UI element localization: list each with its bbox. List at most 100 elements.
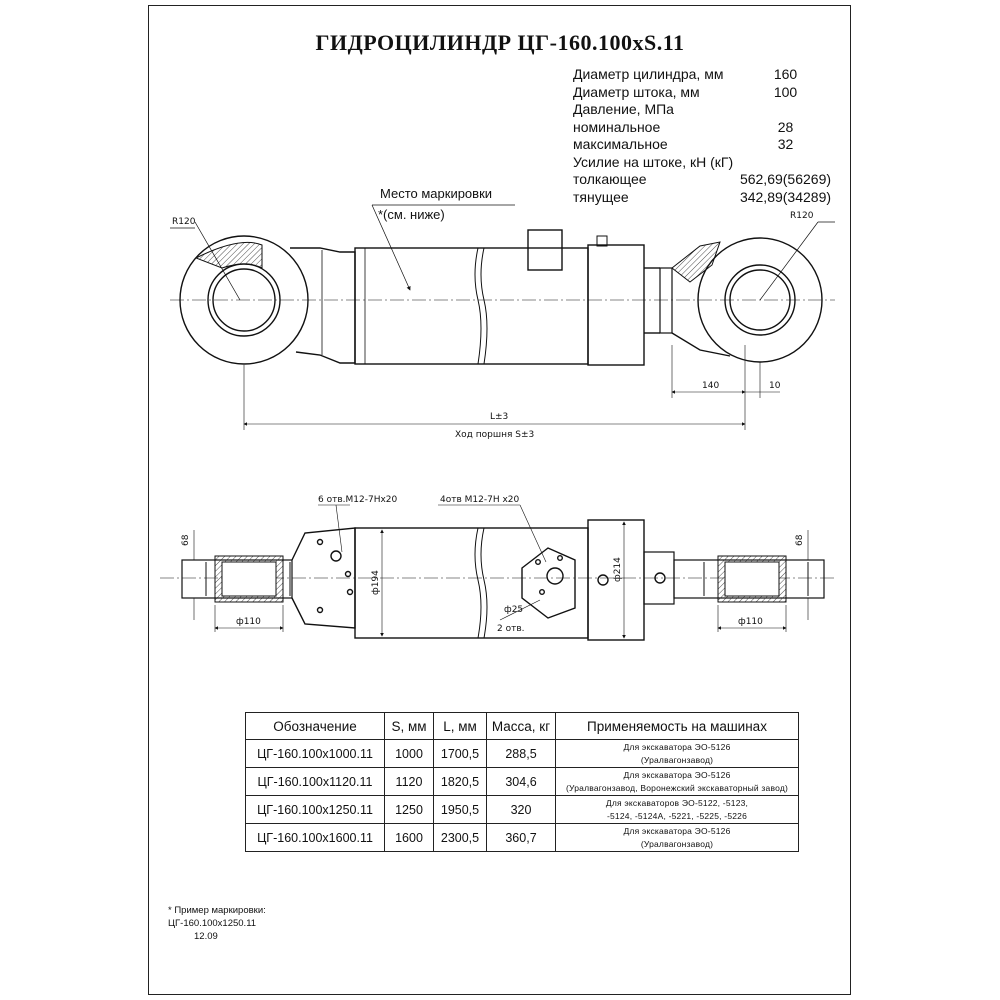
r120-right: R120 — [790, 211, 814, 221]
dia-25: ф25 — [504, 605, 523, 615]
table-row: ЦГ-160.100х1000.11 1000 1700,5 288,5 Для… — [245, 739, 799, 768]
dia-110-left: ф110 — [236, 617, 261, 627]
dim-140: 140 — [702, 381, 719, 391]
holes-2-label: 2 отв. — [497, 624, 525, 634]
spec-row: Диаметр штока, мм 100 — [573, 84, 833, 102]
bottom-view — [160, 504, 835, 641]
col-use: Применяемость на машинах — [555, 712, 799, 740]
cylinder-head — [587, 244, 645, 366]
cell-l: 1950,5 — [433, 795, 487, 824]
cell-l: 1700,5 — [433, 739, 487, 768]
cell-s: 1250 — [384, 795, 434, 824]
spec-row: тянущее 342,89(34289) — [573, 189, 833, 207]
spec-row: Усилие на штоке, кН (кГ) — [573, 154, 833, 172]
spec-row: Давление, МПа — [573, 101, 833, 119]
spec-row: номинальное 28 — [573, 119, 833, 137]
spec-label: толкающее — [573, 171, 647, 187]
use-line-2: (Уралвагонзавод) — [640, 754, 714, 765]
specs-table: Обозначение S, мм L, мм Масса, кг Примен… — [245, 712, 799, 852]
dim-l: L±3 — [490, 412, 508, 422]
note-title: * Пример маркировки: — [168, 905, 266, 916]
dia-110-right: ф110 — [738, 617, 763, 627]
table-row: ЦГ-160.100х1250.11 1250 1950,5 320 Для э… — [245, 795, 799, 824]
spec-row: толкающее 562,69(56269) — [573, 171, 833, 189]
spec-value: 160 — [773, 66, 798, 82]
right-eye-bore — [724, 264, 796, 336]
cell-l: 2300,5 — [433, 823, 487, 852]
use-line-1: Для экскаватора ЭО-5126 — [623, 825, 731, 836]
r120-right-leader — [759, 221, 819, 301]
cell-mass: 360,7 — [486, 823, 556, 852]
cell-s: 1000 — [384, 739, 434, 768]
use-line-2: -5124, -5124А, -5221, -5225, -5226 — [606, 810, 748, 821]
left-eye-outer — [179, 235, 309, 365]
cell-use: Для экскаватора ЭО-5126 (Уралвагонзавод, … — [555, 767, 799, 796]
top-view — [170, 204, 835, 430]
cell-use: Для экскаватора ЭО-5126 (Уралвагонзавод) — [555, 739, 799, 768]
note-date: 12.09 — [194, 931, 218, 942]
spec-row: Диаметр цилиндра, мм 160 — [573, 66, 833, 84]
cell-code: ЦГ-160.100х1250.11 — [245, 795, 385, 824]
note-code: ЦГ-160.100х1250.11 — [168, 918, 257, 929]
use-line-1: Для экскаватора ЭО-5126 — [623, 769, 731, 780]
spec-label: номинальное — [573, 118, 661, 135]
port-flange — [521, 547, 576, 619]
specs-block: Диаметр цилиндра, мм 160 Диаметр штока, м… — [573, 66, 833, 206]
col-l: L, мм — [433, 712, 487, 740]
cell-code: ЦГ-160.100х1600.11 — [245, 823, 385, 852]
dia-214: ф214 — [613, 557, 623, 582]
left-neck — [290, 247, 356, 364]
cell-use: Для экскаватора ЭО-5126 (Уралвагонзавод) — [555, 823, 799, 852]
cell-s: 1120 — [384, 767, 434, 796]
spec-label: максимальное — [573, 136, 668, 152]
r120-left: R120 — [172, 217, 196, 227]
col-mass: Масса, кг — [486, 712, 556, 740]
use-line-2: (Уралвагонзавод) — [640, 838, 714, 849]
cell-mass: 320 — [486, 795, 556, 824]
spec-label: Диаметр штока, мм — [573, 83, 700, 100]
dim-stroke: Ход поршня S±3 — [455, 430, 534, 440]
holes-4-label: 4отв М12-7Н х20 — [440, 495, 520, 505]
spec-label: Диаметр цилиндра, мм — [573, 66, 724, 82]
spec-value: 100 — [773, 83, 798, 100]
cell-l: 1820,5 — [433, 767, 487, 796]
table-row: ЦГ-160.100х1120.11 1120 1820,5 304,6 Для… — [245, 767, 799, 796]
use-line-1: Для экскаваторов ЭО-5122, -5123, — [605, 797, 749, 808]
spec-value: 28 — [777, 118, 794, 135]
spec-row: максимальное 32 — [573, 136, 833, 154]
cell-mass: 304,6 — [486, 767, 556, 796]
marking-label: Место маркировки — [380, 186, 492, 201]
dia-194: ф194 — [371, 570, 381, 595]
table-header-row: Обозначение S, мм L, мм Масса, кг Примен… — [245, 712, 799, 740]
use-line-2: (Уралвагонзавод, Воронежский экскаваторн… — [565, 782, 789, 793]
marking-example-note: * Пример маркировки: ЦГ-160.100х1250.11 … — [168, 904, 266, 943]
left-eye-weld — [194, 241, 263, 269]
spec-label: тянущее — [573, 188, 629, 205]
spec-label: Усилие на штоке, кН (кГ) — [573, 153, 734, 170]
use-line-1: Для экскаватора ЭО-5126 — [623, 741, 731, 752]
col-code: Обозначение — [245, 712, 385, 740]
holes-6-label: 6 отв.М12-7Нх20 — [318, 495, 398, 505]
cell-use: Для экскаваторов ЭО-5122, -5123, -5124, -… — [555, 795, 799, 824]
cell-code: ЦГ-160.100х1120.11 — [245, 767, 385, 796]
port-boss — [527, 229, 563, 271]
right-eye-bushing — [729, 269, 791, 331]
cell-code: ЦГ-160.100х1000.11 — [245, 739, 385, 768]
spec-value: 342,89(34289) — [739, 188, 832, 205]
spec-value: 32 — [777, 136, 794, 152]
cylinder-tube — [354, 247, 589, 365]
spec-label: Давление, МПа — [573, 101, 674, 117]
cylinder-tube-plan — [354, 527, 589, 639]
right-eye-weld — [671, 241, 721, 283]
marking-sub: *(см. ниже) — [378, 207, 445, 222]
spec-value: 562,69(56269) — [739, 171, 832, 187]
dim-68-right: 68 — [795, 534, 805, 546]
cell-s: 1600 — [384, 823, 434, 852]
left-eye-bushing — [212, 268, 276, 332]
col-s: S, мм — [384, 712, 434, 740]
cell-mass: 288,5 — [486, 739, 556, 768]
r120-left-leader — [194, 221, 241, 301]
dim-68-left: 68 — [181, 534, 191, 546]
table-row: ЦГ-160.100х1600.11 1600 2300,5 360,7 Для… — [245, 823, 799, 852]
